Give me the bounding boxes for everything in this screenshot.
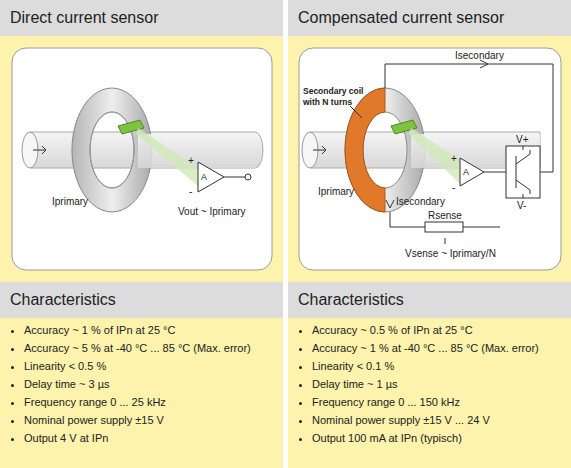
compensated-sensor-drawing bbox=[302, 60, 553, 244]
title-band: Compensated current sensor bbox=[288, 0, 571, 36]
drawing-label: Secondary coil with N turns bbox=[303, 86, 375, 108]
picture-frame bbox=[12, 48, 272, 270]
spec-item: Accuracy ~ 1 % at -40 °C ... 85 °C (Max.… bbox=[312, 342, 563, 355]
heading: Direct current sensor bbox=[0, 0, 283, 36]
spec-item: Output 100 mA at IPn (typisch) bbox=[312, 432, 563, 445]
heading: Characteristics bbox=[288, 282, 571, 318]
spec-item: Linearity < 0.5 % bbox=[24, 360, 275, 373]
drawing-label: - bbox=[189, 186, 192, 197]
drawing-label: Isecondary bbox=[455, 50, 504, 61]
drawing-label: Rsense bbox=[428, 210, 462, 221]
drawing-label: Iprimary bbox=[52, 196, 88, 207]
drawing-label: A bbox=[201, 172, 207, 183]
spec-item: Accuracy ~ 5 % at -40 °C ... 85 °C (Max.… bbox=[24, 342, 275, 355]
drawing-label: Vsense ~ Iprimary/N bbox=[405, 248, 496, 259]
panel-ground bbox=[288, 36, 571, 282]
spec-item: Linearity < 0.1 % bbox=[312, 360, 563, 373]
spec-item: Delay time ~ 3 µs bbox=[24, 378, 275, 391]
bullet-list: Accuracy ~ 1 % of IPn at 25 °C Accuracy ~… bbox=[0, 318, 283, 468]
spec-item: Frequency range 0 ... 150 kHz bbox=[312, 396, 563, 409]
drawing-label: + bbox=[188, 155, 194, 166]
drawing-label: Iprimary bbox=[318, 186, 354, 197]
characteristics-panel: CharacteristicsAccuracy ~ 1 % of IPn at … bbox=[0, 282, 283, 468]
bullet-list: Accuracy ~ 0.5 % of IPn at 25 °C Accuracy… bbox=[288, 318, 571, 468]
drawing-label: V+ bbox=[516, 134, 529, 145]
spec-item: Frequency range 0 ... 25 kHz bbox=[24, 396, 275, 409]
drawing-label: Vout ~ Iprimary bbox=[178, 206, 246, 217]
direct-sensor-drawing bbox=[22, 88, 263, 212]
spec-item: Accuracy ~ 0.5 % of IPn at 25 °C bbox=[312, 324, 563, 337]
title-band: Direct current sensor bbox=[0, 0, 283, 36]
spec-item: Nominal power supply ±15 V bbox=[24, 414, 275, 427]
heading: Compensated current sensor bbox=[288, 0, 571, 36]
picture-frame bbox=[299, 48, 561, 270]
spec-item: Accuracy ~ 1 % of IPn at 25 °C bbox=[24, 324, 275, 337]
heading: Characteristics bbox=[0, 282, 283, 318]
characteristics-panel: CharacteristicsAccuracy ~ 0.5 % of IPn a… bbox=[288, 282, 571, 468]
panel-ground bbox=[0, 36, 283, 282]
spec-item: Output 4 V at IPn bbox=[24, 432, 275, 445]
drawing-label: + bbox=[451, 153, 457, 164]
drawing-label: V- bbox=[517, 200, 526, 211]
spec-item: Nominal power supply ±15 V ... 24 V bbox=[312, 414, 563, 427]
spec-item: Delay time ~ 1 µs bbox=[312, 378, 563, 391]
drawing-label: - bbox=[452, 182, 455, 193]
drawing-label: Isecondary bbox=[396, 196, 445, 207]
drawing-label: A bbox=[463, 167, 469, 178]
